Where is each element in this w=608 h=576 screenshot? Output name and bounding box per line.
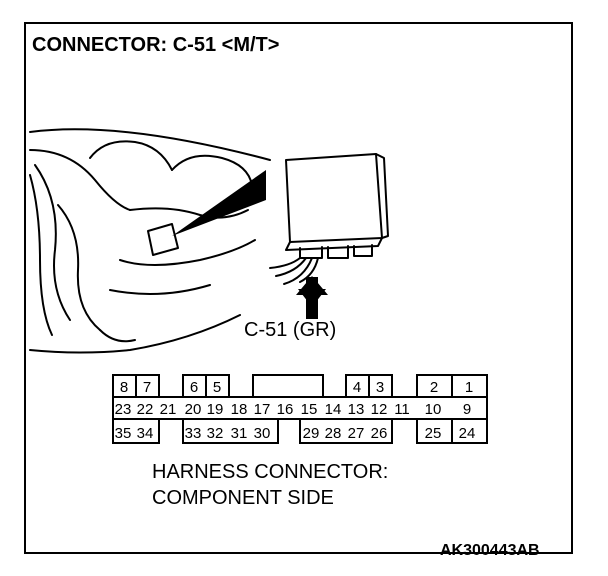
pin-label-7: 7 — [143, 379, 151, 396]
harness-side-label: HARNESS CONNECTOR: COMPONENT SIDE — [152, 459, 388, 511]
pin-label-19: 19 — [207, 401, 224, 418]
pin-label-25: 25 — [425, 425, 442, 442]
pin-label-4: 4 — [353, 379, 361, 396]
pin-label-12: 12 — [371, 401, 388, 418]
pin-label-22: 22 — [137, 401, 154, 418]
pin-label-21: 21 — [160, 401, 177, 418]
pin-label-29: 29 — [303, 425, 320, 442]
pin-label-13: 13 — [348, 401, 365, 418]
pin-label-2: 2 — [430, 379, 438, 396]
pin-label-27: 27 — [348, 425, 365, 442]
harness-side-line-1: HARNESS CONNECTOR: — [152, 461, 389, 483]
pin-label-31: 31 — [231, 425, 248, 442]
pin-label-34: 34 — [137, 425, 154, 442]
pin-label-3: 3 — [376, 379, 384, 396]
diagram-title: CONNECTOR: C-51 <M/T> — [32, 34, 280, 56]
pin-label-14: 14 — [325, 401, 342, 418]
connector-reference-label: C-51 (GR) — [244, 319, 337, 341]
pin-label-20: 20 — [185, 401, 202, 418]
pin-label-10: 10 — [425, 401, 442, 418]
pin-group-35-34 — [112, 418, 160, 444]
pin-group-blank — [252, 374, 324, 398]
pin-label-32: 32 — [207, 425, 224, 442]
pin-label-26: 26 — [371, 425, 388, 442]
pin-label-8: 8 — [120, 379, 128, 396]
pin-group-33-30 — [182, 418, 279, 444]
pin-label-17: 17 — [254, 401, 271, 418]
pin-label-1: 1 — [465, 379, 473, 396]
pin-label-11: 11 — [394, 401, 410, 418]
pin-label-15: 15 — [301, 401, 318, 418]
pin-label-33: 33 — [185, 425, 202, 442]
figure-code: AK300443AB — [440, 542, 540, 559]
diagram-frame — [24, 22, 573, 554]
pin-label-18: 18 — [231, 401, 248, 418]
harness-side-line-2: COMPONENT SIDE — [152, 487, 334, 509]
pin-label-24: 24 — [459, 425, 476, 442]
pin-label-16: 16 — [277, 401, 294, 418]
pin-group-29-26 — [299, 418, 393, 444]
pin-label-28: 28 — [325, 425, 342, 442]
pin-label-23: 23 — [115, 401, 132, 418]
pin-label-35: 35 — [115, 425, 132, 442]
pin-label-9: 9 — [463, 401, 471, 418]
pin-label-30: 30 — [254, 425, 271, 442]
pin-label-6: 6 — [190, 379, 198, 396]
pin-label-5: 5 — [213, 379, 221, 396]
